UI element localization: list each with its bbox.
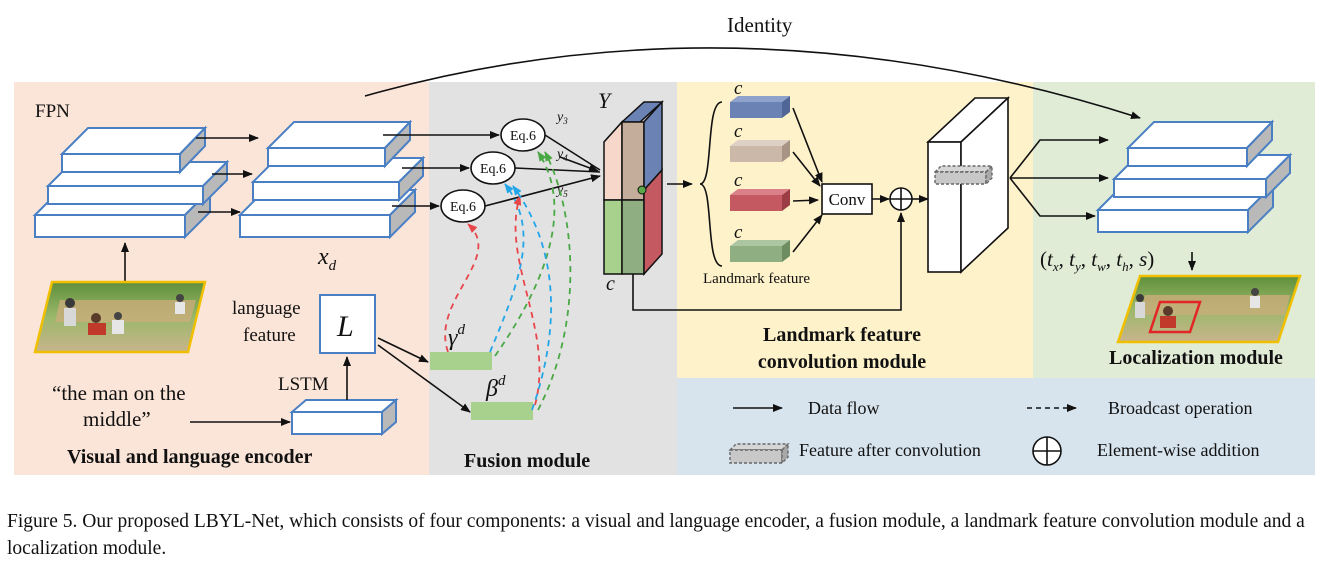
xd-to-eq-arrows: [383, 131, 500, 210]
fusion-title: Fusion module: [464, 450, 590, 472]
landmark-title-2: convolution module: [758, 351, 926, 373]
elementwise-add-symbol: [889, 187, 913, 211]
landmark-brace: [699, 101, 723, 267]
landmark-strip-red: [730, 189, 790, 211]
strips-to-conv-arrows: [792, 107, 823, 253]
localization-output-tuple: (tx, ty, tw, th, s): [1040, 247, 1154, 274]
query-text-1: “the man on the: [52, 381, 186, 405]
fpn-stack-xd: [237, 119, 426, 240]
strip-c-label-4: c: [734, 222, 743, 243]
gamma-label: γd: [448, 322, 465, 351]
fpn-stack-localization: [1095, 119, 1293, 235]
landmark-strip-tan: [730, 140, 790, 162]
beta-label: βd: [485, 373, 506, 402]
beta-bar: [471, 402, 533, 420]
eq-to-Y-arrows: [484, 134, 601, 207]
lstm-label: LSTM: [278, 374, 329, 395]
figure-caption: Figure 5. Our proposed LBYL-Net, which c…: [7, 511, 1305, 559]
Y-c-label: c: [606, 273, 615, 295]
Y-highlight-dot: [637, 185, 647, 195]
lbyl-net-diagram: Identity FPN xd: [14, 13, 1315, 475]
localization-title: Localization module: [1109, 347, 1283, 369]
strip-c-label-2: c: [734, 121, 743, 142]
fpn-label: FPN: [35, 101, 70, 122]
gamma-bar: [430, 352, 492, 370]
landmark-strip-blue: [730, 96, 790, 118]
legend-elementwise-label: Element-wise addition: [1097, 440, 1259, 460]
identity-label: Identity: [727, 13, 793, 37]
encoder-title: Visual and language encoder: [67, 446, 313, 468]
landmark-strip-green: [730, 240, 790, 262]
output-to-localization-arrows: [1009, 136, 1109, 220]
legend-data-flow-label: Data flow: [808, 398, 879, 418]
language-feature-L: L: [336, 310, 354, 343]
xd-label: xd: [317, 244, 337, 274]
language-feature-label-2: feature: [243, 325, 296, 346]
landmark-title-1: Landmark feature: [763, 324, 921, 346]
conv-label: Conv: [829, 190, 866, 209]
eq6-label-top: Eq.6: [510, 129, 536, 144]
eq6-label-bottom: Eq.6: [450, 200, 476, 215]
landmark-feature-label: Landmark feature: [703, 271, 810, 287]
y3-label: y3: [555, 110, 568, 126]
strip-c-label-3: c: [734, 170, 743, 191]
conv-box: [821, 183, 873, 215]
feature-after-conv-block: [933, 164, 994, 186]
skip-connection-arrow: [632, 212, 905, 311]
legend-elementwise-icon: [1032, 436, 1062, 466]
legend-feature-conv-label: Feature after convolution: [799, 440, 981, 460]
eq6-label-mid: Eq.6: [480, 162, 506, 177]
y4-label: y4: [555, 147, 568, 163]
L-to-gamma-arrow: [377, 337, 429, 363]
Y-label: Y: [598, 88, 613, 113]
language-feature-label-1: language: [232, 298, 301, 319]
fpn-to-xd-arrows: [196, 134, 259, 216]
L-to-beta-arrow: [377, 344, 471, 413]
legend-feature-conv-icon: [728, 442, 790, 465]
identity-arrow: [364, 47, 1141, 120]
fpn-stack-left: [32, 125, 230, 240]
legend-broadcast-label: Broadcast operation: [1108, 398, 1252, 418]
query-text-2: middle”: [83, 407, 151, 431]
input-image: [33, 280, 207, 354]
landmark-strips: [730, 96, 790, 262]
strip-c-label-1: c: [734, 78, 743, 99]
output-image: [1116, 274, 1302, 344]
landmark-output-block: [925, 96, 1011, 274]
lstm-block: [289, 397, 399, 437]
language-feature-box: [319, 294, 376, 354]
broadcast-arrows: [444, 151, 572, 411]
